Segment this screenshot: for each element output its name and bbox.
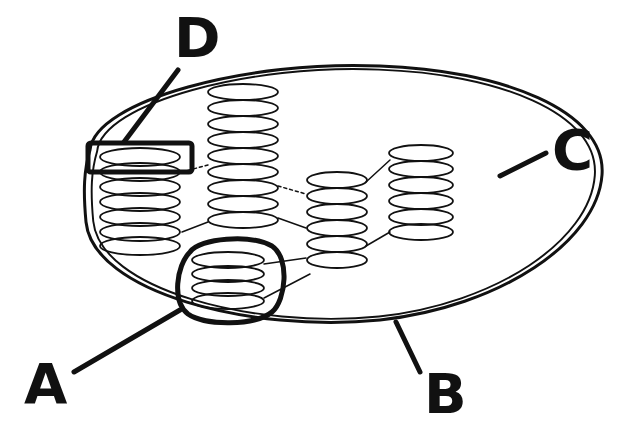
leader-line [396,322,420,372]
part-letter: A [24,356,67,412]
granum-highlight-loop [178,239,284,323]
thylakoid-highlight-box [88,143,192,172]
granum [389,145,453,240]
outer-membrane [84,65,602,322]
leader-line [74,310,180,372]
leader-line [500,153,546,176]
part-letter: B [424,366,467,422]
granum [208,84,278,228]
part-letter: C [552,122,593,178]
inner-membrane [92,69,595,319]
leader-line [124,70,178,142]
granum [192,252,264,309]
part-letter: D [174,10,220,66]
granum [307,172,367,268]
granum [100,148,180,255]
